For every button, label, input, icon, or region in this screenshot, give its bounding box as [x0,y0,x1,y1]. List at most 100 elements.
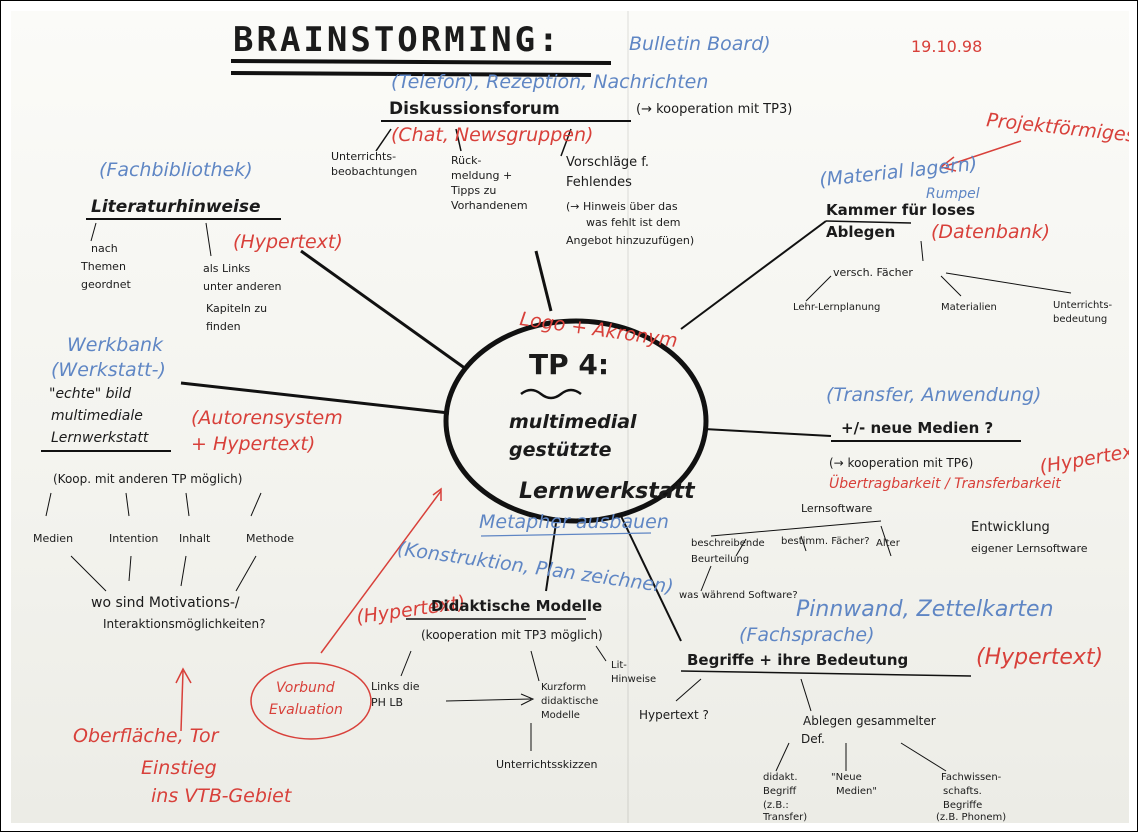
database-note: (Datenbank) [931,221,1051,243]
discussion-sub3-a: Vorschläge f. [566,155,650,170]
terms-leaf-7: Fachwissen- [941,772,1002,783]
transferability-note: Übertragbarkeit / Transferbarkeit [829,476,1061,492]
left-leaf-method: Methode [246,532,295,545]
vtb-area-note: ins VTB-Gebiet [151,785,292,807]
left-leaf-content: Inhalt [179,532,211,545]
center-line-2: multimedial [509,411,637,433]
discussion-forum-heading: Diskussionsforum [389,99,560,119]
literature-sub1-a: nach [91,242,118,255]
technical-language-note: (Fachsprache) [739,624,875,646]
center-circle [443,318,709,524]
software-leaf-7: was während Software? [679,590,798,601]
terms-leaf-9: Begriffe [943,800,983,811]
terms-leaf-10: (z.B. Phonem) [936,812,1007,823]
rumpel-note: Rumpel [926,186,980,202]
left-koop: (Koop. mit anderen TP möglich) [53,472,243,486]
discussion-sub2-c: Tipps zu [451,184,497,197]
storage-sub: versch. Fächer [833,266,913,279]
didactic-sub1-b: PH LB [371,696,404,709]
evaluation-note-2: Evaluation [269,702,343,718]
transfer-note: (Transfer, Anwendung) [826,384,1042,406]
storage-heading-2: Ablegen [826,223,896,241]
workshop-note: (Werkstatt-) [51,359,166,381]
didactic-models-heading: Didaktische Modelle [431,597,603,615]
discussion-sub3-c: (→ Hinweis über das [566,200,678,213]
discussion-sub1-a: Unterrichts- [331,150,397,163]
literature-hypertext: (Hypertext) [233,231,343,253]
software-leaf-2: Beurteilung [691,554,750,565]
storage-leaf-4: bedeutung [1053,314,1108,325]
didactic-sub3-b: Hinweise [611,674,657,685]
discussion-sub2-d: Vorhandenem [451,199,528,212]
left-line-1: "echte" bild [49,386,132,402]
terms-leaf-2: Begriff [763,786,797,797]
literature-sub1-c: geordnet [81,278,131,291]
software-leaf-4: Alter [876,538,900,549]
literature-heading: Literaturhinweise [91,197,261,217]
entry-note: Einstieg [141,757,217,779]
software-leaf-1: beschreibende [691,538,765,549]
whiteboard-paper: BRAINSTORMING: Bulletin Board) 19.10.98 … [11,11,1129,823]
center-line-3: gestützte [509,439,612,461]
didactic-sub4: Unterrichtsskizzen [496,758,598,771]
terms-sub: Ablegen gesammelter [803,714,936,728]
software-sub: Lernsoftware [801,502,873,515]
terms-sub-2: Def. [801,732,825,746]
evaluation-note-1: Vorbund [276,680,335,696]
mindmap-lines [41,59,1072,772]
terms-hypertext-question: Hypertext ? [639,708,709,722]
board-title: BRAINSTORMING: [233,20,562,60]
discussion-koop: (→ kooperation mit TP3) [636,102,793,117]
storage-heading-1: Kammer für loses [826,201,976,219]
surface-note: Oberfläche, Tor [73,725,219,747]
chat-note: (Chat, Newsgruppen) [391,124,594,146]
library-note: (Fachbibliothek) [99,159,253,181]
metaphor-note: Metapher ausbauen [479,511,669,533]
literature-sub2-b: unter anderen [203,280,282,293]
telefon-note: (Telefon), Rezeption, Nachrichten [391,71,709,93]
storage-leaf-1: Lehr-Lernplanung [793,302,881,313]
left-question-2: Interaktionsmöglichkeiten? [103,617,266,631]
didactic-sub1-a: Links die [371,680,420,693]
literature-sub2-c: Kapiteln zu [206,302,268,315]
storage-leaf-3: Unterrichts- [1053,300,1113,311]
author-system-note: (Autorensystem [191,407,343,429]
terms-hypertext: (Hypertext) [976,645,1104,670]
didactic-sub2-a: Kurzform [541,682,587,693]
terms-leaf-1: didakt. [763,772,798,783]
discussion-sub1-b: beobachtungen [331,165,418,178]
literature-sub2-a: als Links [203,262,251,275]
left-line-3: Lernwerkstatt [51,430,149,446]
didactic-sub2-c: Modelle [541,710,580,721]
software-leaf-6: eigener Lernsoftware [971,542,1088,555]
terms-leaf-4: Transfer) [763,812,808,823]
discussion-sub3-d: was fehlt ist dem [586,216,681,229]
terms-leaf-6: Medien" [836,786,877,797]
literature-sub2-d: finden [206,320,241,333]
discussion-sub2-a: Rück- [451,154,482,167]
didactic-sub2-b: didaktische [541,696,599,707]
center-title: TP 4: [529,348,610,381]
pinboard-note: Pinnwand, Zettelkarten [796,597,1054,622]
new-media-koop: (→ kooperation mit TP6) [829,456,974,470]
center-line-4: Lernwerkstatt [519,479,695,504]
literature-sub1-b: Themen [81,260,126,273]
discussion-sub2-b: meldung + [451,169,513,182]
didactic-koop: (kooperation mit TP3 möglich) [421,628,603,642]
workbench-note: Werkbank [67,334,164,356]
left-question-1: wo sind Motivations-/ [91,595,240,611]
paper-crease [627,11,629,823]
date: 19.10.98 [911,37,983,56]
terms-heading: Begriffe + ihre Bedeutung [687,651,909,669]
software-leaf-5: Entwicklung [971,520,1050,535]
left-leaf-intention: Intention [109,532,159,545]
terms-leaf-5: "Neue [831,772,862,783]
bulletin-board-note: Bulletin Board) [629,33,771,55]
terms-leaf-8: schafts. [943,786,982,797]
software-leaf-3: bestimm. Fächer? [781,536,870,547]
discussion-sub3-e: Angebot hinzuzufügen) [566,234,695,247]
author-hypertext-note: + Hypertext) [191,433,316,455]
storage-leaf-2: Materialien [941,302,997,313]
left-line-2: multimediale [51,408,143,424]
